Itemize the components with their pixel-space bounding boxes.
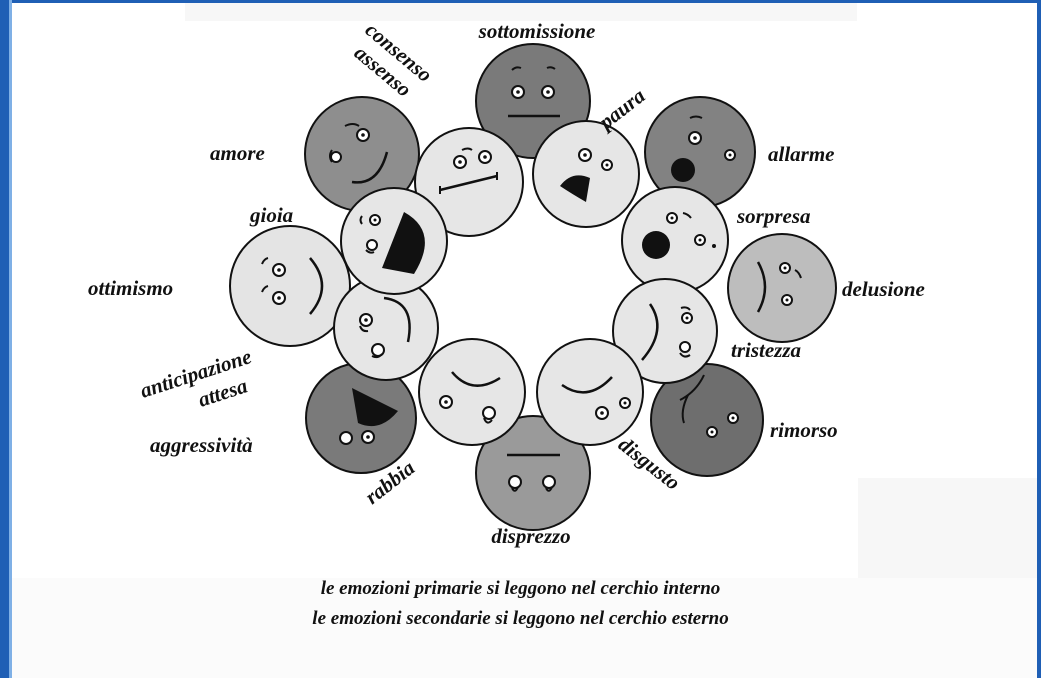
face-inner-disgusto <box>537 339 643 445</box>
label-delusione: delusione <box>842 277 925 301</box>
label-sorpresa: sorpresa <box>736 204 811 228</box>
label-tristezza: tristezza <box>731 338 801 362</box>
face-inner-sorpresa <box>622 187 728 293</box>
face-outer-aggressivita <box>306 363 416 473</box>
face-outer-ottimismo <box>230 226 350 346</box>
face-inner-paura <box>533 121 639 227</box>
face-inner-rabbia <box>419 339 525 445</box>
label-amore: amore <box>210 141 265 165</box>
caption-outer-circle: le emozioni secondarie si leggono nel ce… <box>0 608 1041 630</box>
label-disprezzo: disprezzo <box>491 524 570 548</box>
label-sottomissione: sottomissione <box>478 19 596 43</box>
label-rimorso: rimorso <box>770 418 838 442</box>
label-ottimismo: ottimismo <box>88 276 173 300</box>
face-outer-delusione <box>728 234 836 342</box>
face-inner-gioia <box>341 188 447 294</box>
label-allarme: allarme <box>768 142 835 166</box>
label-gioia: gioia <box>249 203 293 227</box>
caption-inner-circle: le emozioni primarie si leggono nel cerc… <box>0 578 1041 600</box>
label-aggressivita: aggressività <box>150 433 253 457</box>
